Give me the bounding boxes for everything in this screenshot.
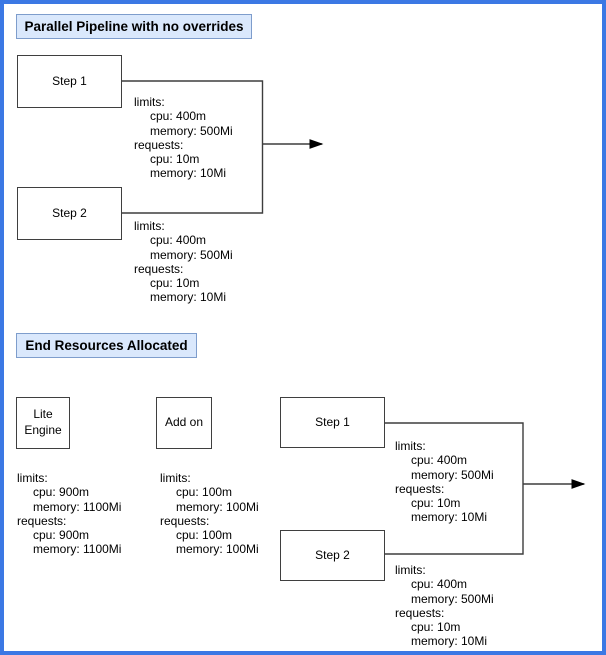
resource-line: cpu: 10m: [150, 276, 200, 291]
resource-line: memory: 500Mi: [150, 247, 233, 262]
resource-line: limits:: [17, 471, 48, 485]
bracket-bottom: [385, 422, 524, 555]
resource-line: memory: 1100Mi: [33, 499, 122, 514]
resource-block-bottom-step1: limits: cpu: 400m memory: 500Mi requests…: [395, 439, 494, 525]
resource-block-top-step2: limits: cpu: 400m memory: 500Mi requests…: [134, 219, 233, 305]
resource-block-lite-engine: limits: cpu: 900m memory: 1100Mi request…: [17, 471, 121, 557]
node-add-on: Add on: [156, 397, 212, 449]
resource-line: memory: 1100Mi: [33, 542, 122, 557]
resource-line: cpu: 100m: [176, 485, 233, 500]
resource-line: limits:: [160, 471, 191, 485]
resource-line: memory: 500Mi: [150, 123, 233, 138]
resource-line: requests:: [160, 513, 210, 528]
node-step2-bottom: Step 2: [280, 530, 385, 581]
resource-line: cpu: 10m: [411, 496, 461, 511]
resource-line: cpu: 10m: [411, 620, 461, 635]
resource-line: memory: 10Mi: [150, 166, 227, 181]
section-title-end-resources: End Resources Allocated: [16, 333, 197, 358]
resource-line: requests:: [395, 481, 445, 496]
resource-line: memory: 10Mi: [150, 290, 227, 305]
resource-block-add-on: limits: cpu: 100m memory: 100Mi requests…: [160, 471, 259, 557]
bracket-top: [122, 80, 264, 214]
resource-line: memory: 500Mi: [411, 591, 494, 606]
resource-line: requests:: [17, 513, 67, 528]
resource-line: requests:: [395, 605, 445, 620]
resource-block-bottom-step2: limits: cpu: 400m memory: 500Mi requests…: [395, 563, 494, 649]
resource-line: cpu: 900m: [33, 485, 90, 500]
resource-line: cpu: 900m: [33, 528, 90, 543]
resource-line: requests:: [134, 137, 184, 152]
resource-line: cpu: 400m: [411, 577, 468, 592]
resource-line: memory: 500Mi: [411, 467, 494, 482]
resource-line: limits:: [134, 219, 165, 233]
resource-line: cpu: 400m: [150, 109, 207, 124]
resource-line: requests:: [134, 261, 184, 276]
resource-line: memory: 10Mi: [411, 510, 488, 525]
resource-block-top-step1: limits: cpu: 400m memory: 500Mi requests…: [134, 95, 233, 181]
resource-line: cpu: 100m: [176, 528, 233, 543]
resource-line: limits:: [395, 563, 426, 577]
resource-line: memory: 100Mi: [176, 542, 259, 557]
section-title-parallel-pipeline: Parallel Pipeline with no overrides: [16, 14, 252, 39]
node-step2-top: Step 2: [17, 187, 122, 240]
resource-line: cpu: 400m: [150, 233, 207, 248]
node-step1-top: Step 1: [17, 55, 122, 108]
resource-line: memory: 10Mi: [411, 634, 488, 649]
node-lite-engine: Lite Engine: [16, 397, 70, 449]
resource-line: cpu: 400m: [411, 453, 468, 468]
resource-line: limits:: [134, 95, 165, 109]
node-step1-bottom: Step 1: [280, 397, 385, 448]
resource-line: memory: 100Mi: [176, 499, 259, 514]
resource-line: limits:: [395, 439, 426, 453]
resource-line: cpu: 10m: [150, 152, 200, 167]
